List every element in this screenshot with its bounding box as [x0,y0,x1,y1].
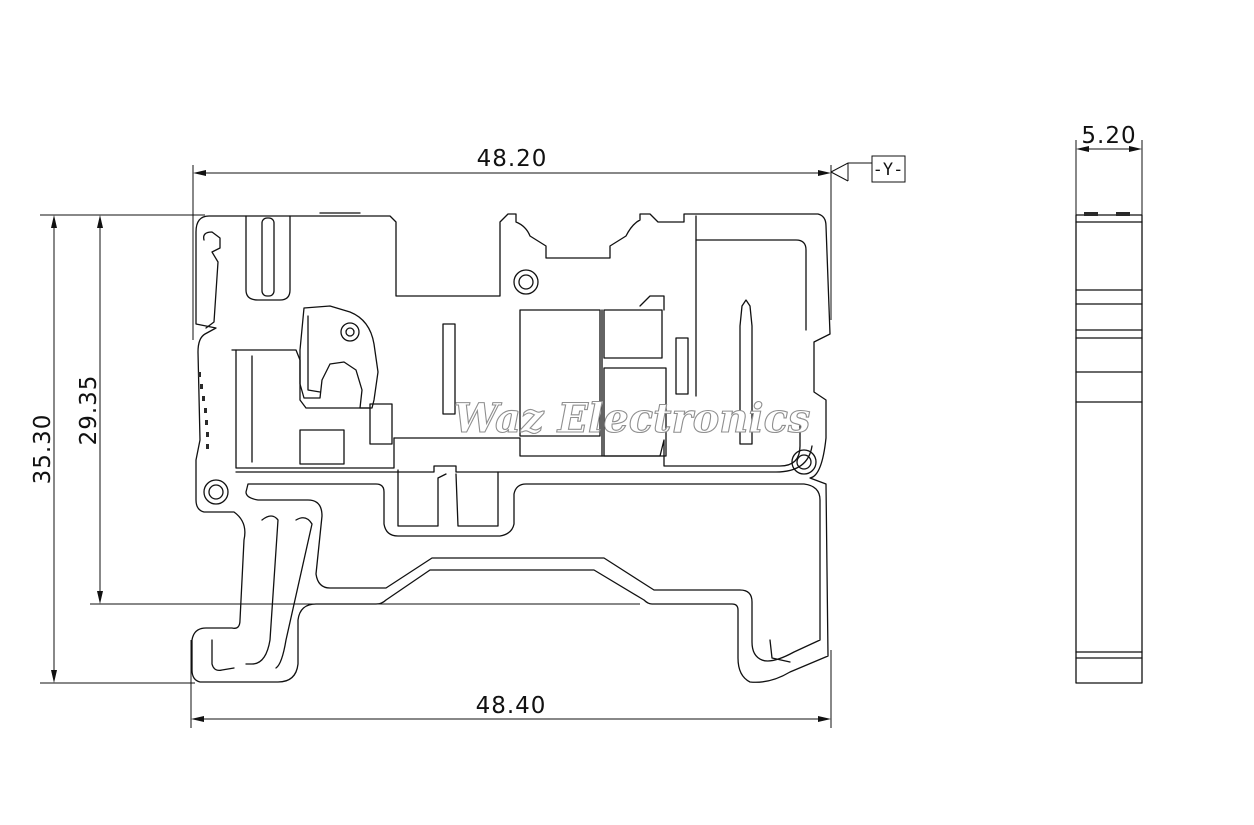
mounting-hole-left [203,479,229,505]
left-grip-teeth [198,372,209,449]
dimension-overall-height-label: 35.30 [30,414,56,485]
terminal-body-outline [191,213,831,683]
mounting-hole-right [791,449,817,475]
terminal-block-side-view: 5.20 [1075,123,1143,684]
dimension-rail-height: 29.35 [76,215,640,605]
dimension-side-width-label: 5.20 [1081,123,1136,149]
wire-entry-block [299,429,345,465]
left-latch-notch [203,231,221,329]
side-profile-outline [1075,214,1143,684]
center-insert-block [519,309,601,437]
left-foot-leg [245,515,279,665]
dimension-rail-height-label: 29.35 [76,375,102,446]
push-in-spring-clamp [299,305,379,409]
lower-channel [245,483,821,662]
lower-contact-pocket [603,367,667,457]
terminal-block-front-view [191,212,831,683]
dimension-bottom-width-label: 48.40 [476,693,547,719]
dimension-bottom-width: 48.40 [190,640,832,728]
dimension-top-width-label: 48.20 [477,146,548,172]
datum-tag-label: -Y- [873,160,904,180]
top-release-slot [245,215,291,301]
pin-contact [739,299,753,445]
dimension-overall-height: 35.30 [30,214,205,684]
mounting-hole-top [513,269,539,295]
internal-busbar [231,349,371,409]
right-release-slot [675,337,689,395]
datum-tag: -Y- [830,155,906,183]
test-plug-slot [442,323,456,415]
release-slot-inner [261,217,275,297]
clamp-pivot [340,322,360,342]
upper-contact-pocket [603,309,663,359]
watermark: Waz Electronics [454,395,811,442]
clamp-contact-block [369,403,393,445]
dimension-top-width: 48.20 [192,146,832,340]
